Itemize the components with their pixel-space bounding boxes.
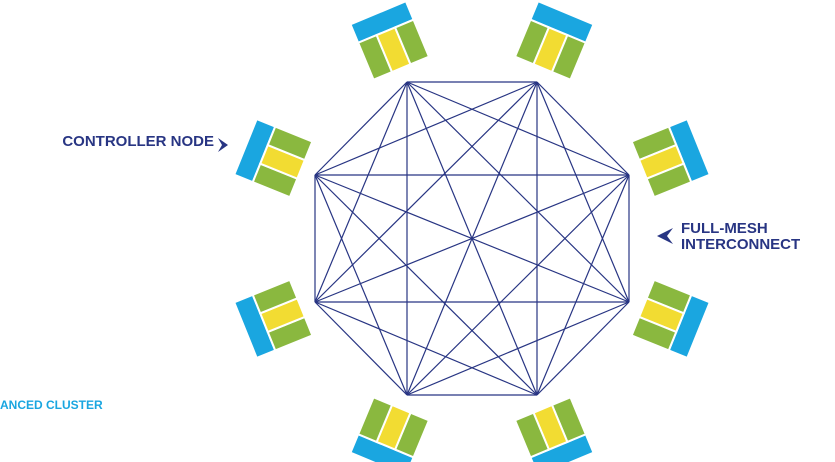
nodes <box>232 0 712 462</box>
server-node <box>630 117 712 199</box>
mesh-link <box>536 174 630 396</box>
server-node <box>232 117 314 199</box>
server-node <box>630 278 712 360</box>
server-node <box>513 395 595 462</box>
mesh-link <box>536 81 630 176</box>
server-node <box>349 395 431 462</box>
cluster-label: ANCED CLUSTER <box>0 398 103 412</box>
mesh-link <box>406 81 630 303</box>
mesh-link <box>406 301 630 396</box>
mesh-link <box>314 81 538 176</box>
server-node <box>349 0 431 82</box>
controller-node-label: CONTROLLER NODE <box>62 133 214 150</box>
full-mesh-label: FULL-MESH INTERCONNECT <box>681 221 800 253</box>
full-mesh-label-line1: FULL-MESH <box>681 220 768 237</box>
server-node <box>232 278 314 360</box>
mesh-link <box>314 301 538 396</box>
mesh-link <box>314 81 408 176</box>
mesh-link <box>314 174 408 396</box>
arrow-right-icon <box>218 138 228 152</box>
server-node <box>513 0 595 82</box>
mesh-link <box>314 81 538 303</box>
mesh-link <box>406 174 630 396</box>
full-mesh-label-line2: INTERCONNECT <box>681 236 801 253</box>
mesh-link <box>314 81 408 303</box>
mesh-link <box>314 174 538 396</box>
mesh-lines <box>314 81 630 396</box>
mesh-link <box>314 174 630 303</box>
mesh-link <box>536 301 630 396</box>
mesh-link <box>314 301 408 396</box>
arrow-left-icon <box>657 228 673 244</box>
mesh-link <box>536 81 630 303</box>
